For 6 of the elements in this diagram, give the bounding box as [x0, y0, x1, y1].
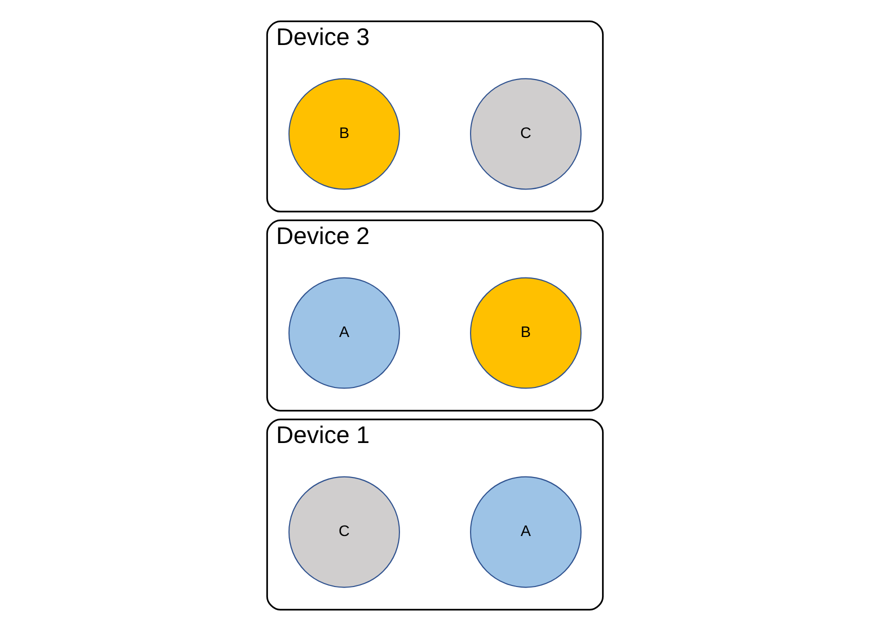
- node-circle: A: [470, 476, 582, 588]
- node-circle: C: [470, 78, 582, 190]
- node-circle: C: [288, 476, 400, 588]
- node-circle: A: [288, 277, 400, 389]
- node-circle: B: [288, 78, 400, 190]
- node-circle: B: [470, 277, 582, 389]
